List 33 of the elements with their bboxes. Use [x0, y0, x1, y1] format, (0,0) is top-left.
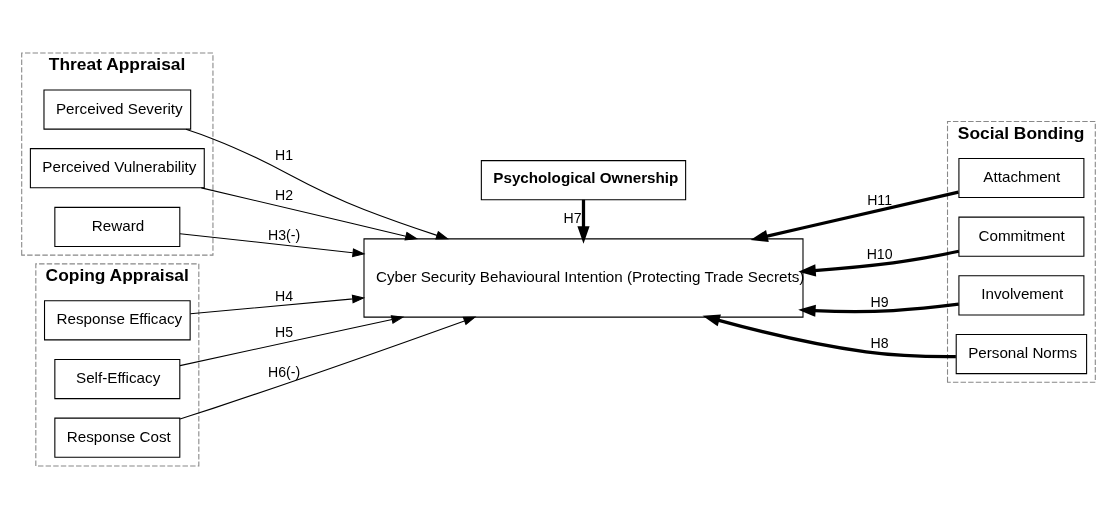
node-box: Perceived Severity: [43, 89, 192, 130]
edge-label: H3(-): [268, 227, 301, 244]
edge-label: H4: [275, 288, 294, 305]
edge-label: H1: [275, 146, 294, 163]
node-box: Response Cost: [54, 417, 181, 458]
edge-label: H11: [867, 191, 893, 208]
node-box: Involvement: [958, 275, 1085, 316]
node-box: Perceived Vulnerability: [29, 148, 205, 189]
edge-label: H9: [870, 293, 889, 310]
node-box: Reward: [54, 206, 181, 247]
arrow: [798, 249, 960, 277]
arrow: [179, 315, 405, 367]
edge-label: H8: [870, 334, 889, 351]
arrow: [577, 199, 590, 244]
node-box: Attachment: [958, 157, 1085, 199]
arrow: [702, 314, 956, 359]
arrow: [189, 294, 366, 315]
node-box: Psychological Ownership: [480, 160, 687, 201]
arrow: [179, 233, 366, 258]
node-box: Commitment: [958, 216, 1085, 257]
edge-label: H10: [866, 245, 893, 262]
arrow: [200, 187, 419, 241]
node-box: Self-Efficacy: [54, 358, 181, 400]
node-box: Personal Norms: [955, 333, 1088, 375]
node-box: Response Efficacy: [43, 300, 191, 341]
edge-label: H7: [563, 209, 582, 226]
arrow: [798, 302, 959, 317]
edge-label: H2: [275, 187, 294, 204]
edge-label: H5: [275, 324, 294, 341]
arrow: [179, 316, 477, 420]
edge-label: H6(-): [268, 364, 301, 381]
arrow: [185, 128, 449, 240]
arrow: [750, 190, 959, 242]
